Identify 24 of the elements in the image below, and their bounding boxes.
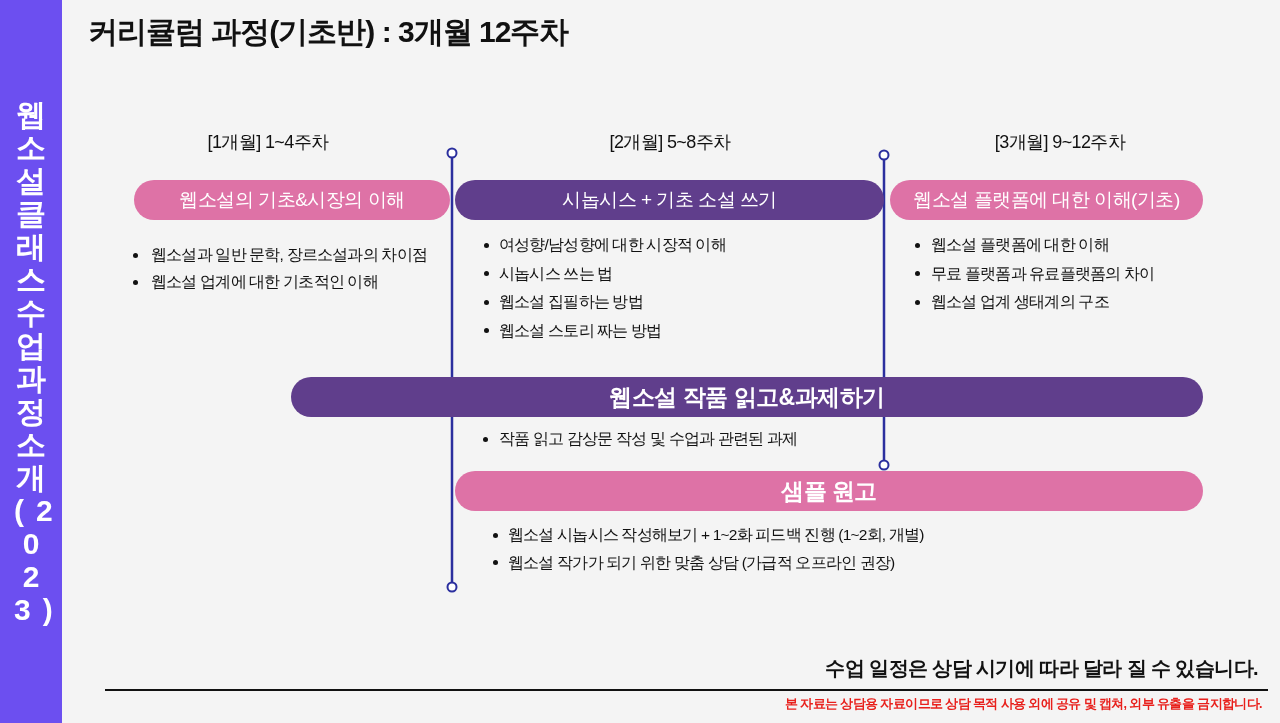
bullet-text: 웹소설 플랫폼에 대한 이해	[931, 235, 1109, 255]
topic-pill: 샘플 원고	[455, 471, 1203, 511]
bullet-text: 웹소설 시놉시스 작성해보기 + 1~2화 피드백 진행 (1~2회, 개별)	[508, 525, 924, 545]
bullet-text: 웹소설 스토리 짜는 방법	[499, 320, 662, 341]
side-banner: 웹소설 클래스 수업 과정 소개 (2023)	[0, 0, 62, 723]
bullet-text: 웹소설 업계 생태계의 구조	[931, 292, 1109, 312]
bullet-text: 작품 읽고 감상문 작성 및 수업과 관련된 과제	[499, 429, 798, 449]
topic-pill: 웹소설 작품 읽고&과제하기	[291, 377, 1203, 417]
bullet-text: 여성향/남성향에 대한 시장적 이해	[499, 235, 726, 255]
bullet-text: 시놉시스 쓰는 법	[499, 263, 613, 284]
page-title: 커리큘럼 과정(기초반) : 3개월 12주차	[88, 14, 569, 50]
topic-pill: 시놉시스 + 기초 소설 쓰기	[455, 180, 884, 220]
bullet-text: 웹소설 업계에 대한 기초적인 이해	[151, 272, 378, 292]
bullet-text: 웹소설 작가가 되기 위한 맞춤 상담 (가급적 오프라인 권장)	[508, 552, 895, 573]
warning-text: 본 자료는 상담용 자료이므로 상담 목적 사용 외에 공유 및 캡쳐, 외부 유출을 금지합니다.	[784, 696, 1262, 713]
month-heading: [3개월] 9~12주차	[994, 131, 1126, 154]
bullet-text: 웹소설 집필하는 방법	[499, 292, 643, 312]
month-heading: [1개월] 1~4주차	[207, 131, 329, 154]
month-heading: [2개월] 5~8주차	[609, 131, 731, 154]
topic-pill: 웹소설의 기초&시장의 이해	[134, 180, 450, 220]
bullet-text: 무료 플랫폼과 유료플랫폼의 차이	[931, 263, 1155, 284]
bullet-text: 웹소설과 일반 문학, 장르소설과의 차이점	[151, 245, 427, 265]
note-text: 수업 일정은 상담 시기에 따라 달라 질 수 있습니다.	[825, 656, 1258, 681]
topic-pill: 웹소설 플랫폼에 대한 이해(기초)	[890, 180, 1203, 220]
